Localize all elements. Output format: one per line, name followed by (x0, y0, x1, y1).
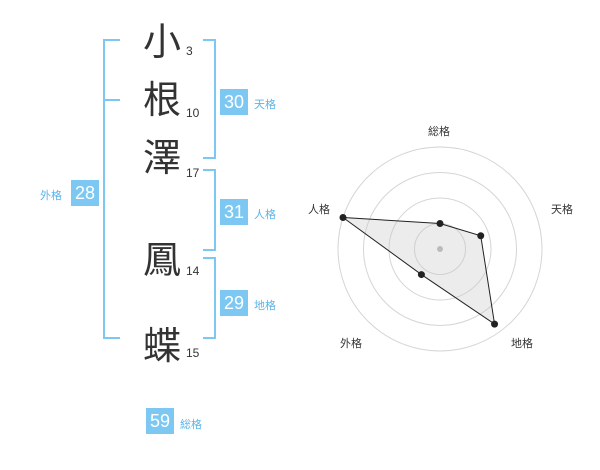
radar-axis-label-gaikaku: 外格 (340, 337, 362, 350)
stroke-count-1: 3 (186, 44, 193, 58)
radar-center-dot (437, 246, 443, 252)
tenkaku-value-badge: 30 (220, 89, 248, 115)
soukaku-label: 総格 (180, 418, 202, 431)
radar-point-3 (491, 320, 499, 328)
radar-axis-label-chikaku: 地格 (511, 337, 533, 350)
radar-point-2 (477, 232, 485, 240)
name-char-2: 根 (143, 78, 182, 122)
gaikaku-value-badge: 28 (71, 180, 99, 206)
radar-axis-label-tenkaku: 天格 (551, 203, 573, 216)
chikaku-label: 地格 (254, 299, 276, 312)
name-char-3: 澤 (143, 136, 182, 180)
chikaku-bracket (203, 257, 216, 339)
stroke-count-5: 15 (186, 346, 200, 360)
radar-point-4 (417, 271, 425, 279)
name-char-4: 鳳 (143, 238, 182, 282)
gaikaku-bracket (103, 39, 120, 339)
jinkaku-value-badge: 31 (220, 199, 248, 225)
radar-ring-4 (337, 146, 543, 352)
tenkaku-bracket (203, 39, 216, 159)
radar-data-polygon (341, 216, 496, 326)
stroke-count-3: 17 (186, 166, 200, 180)
jinkaku-bracket (203, 169, 216, 251)
radar-point-1 (436, 220, 444, 227)
stroke-count-2: 10 (186, 106, 200, 120)
soukaku-value-badge: 59 (146, 408, 174, 434)
radar-ring-3 (363, 172, 517, 326)
name-char-1: 小 (143, 20, 182, 64)
chikaku-value-badge: 29 (220, 290, 248, 316)
radar-point-5 (339, 213, 347, 221)
radar-axis-label-soukaku: 総格 (428, 125, 450, 138)
radar-ring-2 (388, 197, 492, 301)
radar-axis-label-jinkaku: 人格 (308, 203, 330, 216)
tenkaku-label: 天格 (254, 98, 276, 111)
jinkaku-label: 人格 (254, 208, 276, 221)
name-char-5: 蝶 (143, 324, 182, 368)
gaikaku-label: 外格 (40, 189, 62, 202)
stroke-count-4: 14 (186, 264, 200, 278)
